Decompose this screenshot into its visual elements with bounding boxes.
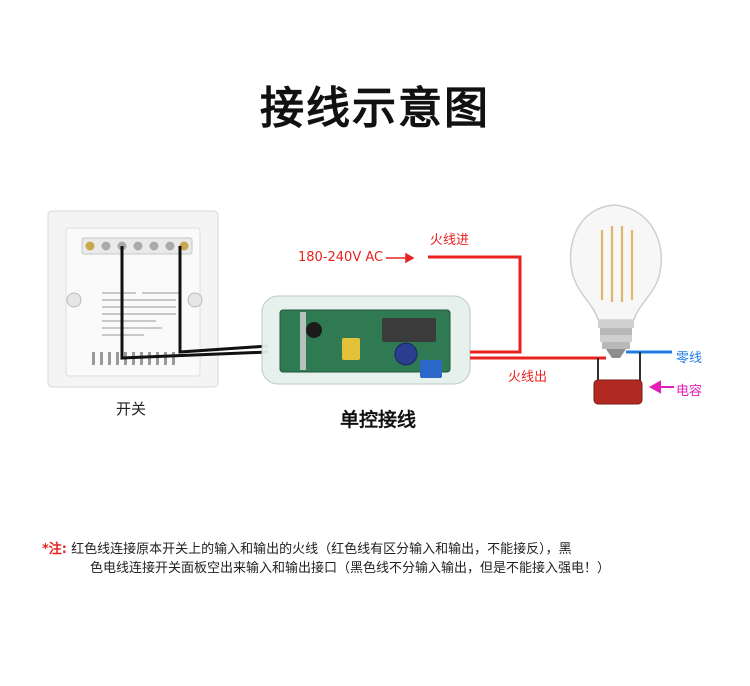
capacitor-arrow (648, 380, 674, 394)
switch-label: 开关 (116, 400, 147, 418)
relay-module (261, 295, 471, 385)
voltage-label: 180-240V AC (298, 250, 384, 265)
note-text-1: 红色线连接原本开关上的输入和输出的火线（红色线有区分输入和输出，不能接反），黑 (71, 542, 572, 557)
capacitor (593, 379, 643, 405)
note-prefix: *注: (42, 542, 67, 557)
live-wire-in (428, 255, 522, 354)
note-line-2: 色电线连接开关面板空出来输入和输出接口（黑色线不分输入输出，但是不能接入强电！） (90, 561, 611, 576)
terminal-block (81, 237, 193, 255)
note-line-1: *注: 红色线连接原本开关上的输入和输出的火线（红色线有区分输入和输出，不能接反… (42, 540, 722, 559)
voltage-arrow (386, 252, 415, 264)
light-bulb (569, 204, 663, 358)
black-wires (120, 246, 269, 360)
capacitor-label: 电容 (676, 384, 703, 399)
neutral-label: 零线 (676, 351, 703, 366)
live-in-label: 火线进 (430, 233, 470, 248)
page-title: 接线示意图 (260, 83, 490, 134)
switch-panel (47, 210, 219, 388)
single-control-label: 单控接线 (340, 409, 417, 431)
note-block: *注: 红色线连接原本开关上的输入和输出的火线（红色线有区分输入和输出，不能接反… (42, 540, 722, 578)
live-out-label: 火线出 (508, 370, 548, 385)
